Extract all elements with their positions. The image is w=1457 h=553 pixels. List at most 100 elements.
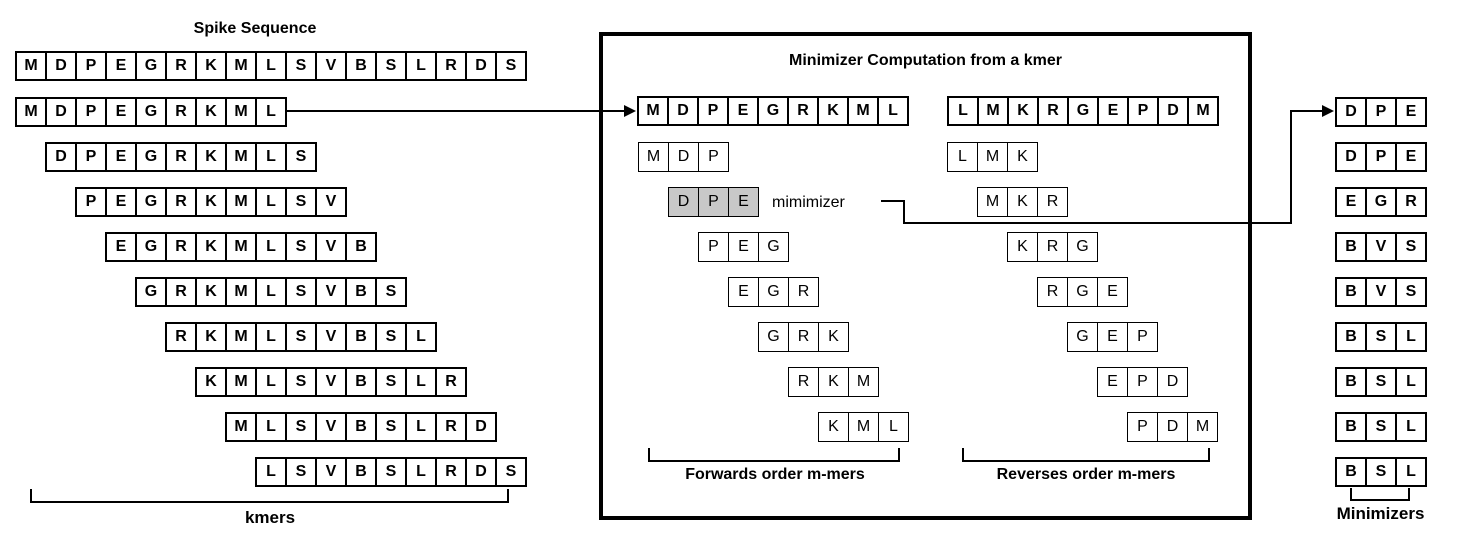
- sequence-cell: E: [1395, 97, 1427, 127]
- sequence-cell: D: [1335, 142, 1367, 172]
- sequence-cell: K: [195, 187, 227, 217]
- sequence-cell: M: [225, 277, 257, 307]
- sequence-cell: S: [375, 412, 407, 442]
- sequence-cell: B: [345, 322, 377, 352]
- sequence-cell: E: [728, 277, 759, 307]
- sequence-cell: G: [758, 277, 789, 307]
- sequence-cell: L: [255, 142, 287, 172]
- sequence-cell: L: [1395, 457, 1427, 487]
- sequence-cell: R: [165, 51, 197, 81]
- minimizers-bracket-label: Minimizers: [1336, 504, 1425, 523]
- sequence-cell: K: [195, 277, 227, 307]
- sequence-cell: V: [315, 367, 347, 397]
- forward-mmers-bracket: [648, 448, 900, 462]
- minimizer-connector-seg2: [903, 200, 905, 224]
- sequence-cell: P: [75, 142, 107, 172]
- minimizer-connector-seg1: [881, 200, 905, 202]
- sequence-cell: M: [225, 367, 257, 397]
- sequence-cell: M: [977, 187, 1008, 217]
- sequence-cell: S: [1365, 457, 1397, 487]
- kmer-to-box-arrow-line: [287, 110, 626, 112]
- sequence-cell: P: [697, 96, 729, 126]
- sequence-cell: S: [285, 142, 317, 172]
- sequence-cell: G: [1067, 322, 1098, 352]
- sequence-cell: B: [1335, 412, 1367, 442]
- sequence-cell: B: [345, 51, 377, 81]
- sequence-cell: V: [1365, 232, 1397, 262]
- sequence-cell: P: [698, 187, 729, 217]
- sequence-cell: E: [105, 51, 137, 81]
- sequence-cell: S: [375, 51, 407, 81]
- sequence-cell: R: [1395, 187, 1427, 217]
- sequence-cell: S: [495, 457, 527, 487]
- minimizer-connector-seg3: [903, 222, 1292, 224]
- sequence-cell: E: [1335, 187, 1367, 217]
- sequence-cell: G: [135, 97, 167, 127]
- sequence-cell: K: [818, 322, 849, 352]
- sequence-cell: E: [105, 187, 137, 217]
- sequence-cell: K: [818, 367, 849, 397]
- sequence-cell: S: [375, 277, 407, 307]
- sequence-cell: M: [638, 142, 669, 172]
- sequence-cell: D: [668, 187, 699, 217]
- minimizer-connector-seg4: [1290, 110, 1292, 224]
- sequence-cell: B: [1335, 457, 1367, 487]
- sequence-cell: L: [405, 51, 437, 81]
- sequence-cell: S: [495, 51, 527, 81]
- minimizers-bracket: [1350, 488, 1410, 501]
- kmer-to-box-arrowhead-icon: [624, 105, 636, 117]
- sequence-cell: L: [255, 187, 287, 217]
- sequence-cell: S: [1395, 232, 1427, 262]
- sequence-cell: L: [255, 97, 287, 127]
- sequence-cell: R: [435, 367, 467, 397]
- kmers-bracket-label: kmers: [244, 508, 296, 527]
- kmers-bracket: [30, 489, 509, 503]
- sequence-cell: L: [255, 322, 287, 352]
- sequence-cell: K: [1007, 187, 1038, 217]
- minimizer-connector-seg5: [1290, 110, 1324, 112]
- sequence-cell: L: [947, 96, 979, 126]
- minimizer-pointer-label: mimimizer: [772, 194, 845, 211]
- sequence-cell: G: [1067, 232, 1098, 262]
- sequence-cell: S: [1365, 322, 1397, 352]
- sequence-cell: L: [405, 367, 437, 397]
- sequence-cell: B: [1335, 322, 1367, 352]
- sequence-cell: G: [135, 232, 167, 262]
- sequence-cell: P: [75, 51, 107, 81]
- sequence-cell: E: [1097, 367, 1128, 397]
- sequence-cell: S: [285, 187, 317, 217]
- sequence-cell: S: [285, 51, 317, 81]
- sequence-cell: B: [1335, 232, 1367, 262]
- sequence-cell: M: [977, 96, 1009, 126]
- sequence-cell: L: [255, 457, 287, 487]
- sequence-cell: R: [1037, 96, 1069, 126]
- sequence-cell: L: [255, 367, 287, 397]
- sequence-cell: P: [1365, 142, 1397, 172]
- sequence-cell: M: [1187, 96, 1219, 126]
- sequence-cell: E: [728, 187, 759, 217]
- sequence-cell: P: [1127, 96, 1159, 126]
- sequence-cell: M: [225, 142, 257, 172]
- sequence-cell: G: [758, 322, 789, 352]
- sequence-cell: V: [315, 322, 347, 352]
- sequence-cell: B: [345, 232, 377, 262]
- sequence-cell: K: [195, 232, 227, 262]
- sequence-cell: K: [1007, 96, 1039, 126]
- sequence-cell: S: [1395, 277, 1427, 307]
- sequence-cell: S: [285, 322, 317, 352]
- sequence-cell: L: [255, 412, 287, 442]
- sequence-cell: K: [195, 97, 227, 127]
- sequence-cell: R: [165, 97, 197, 127]
- sequence-cell: V: [315, 277, 347, 307]
- sequence-cell: D: [668, 142, 699, 172]
